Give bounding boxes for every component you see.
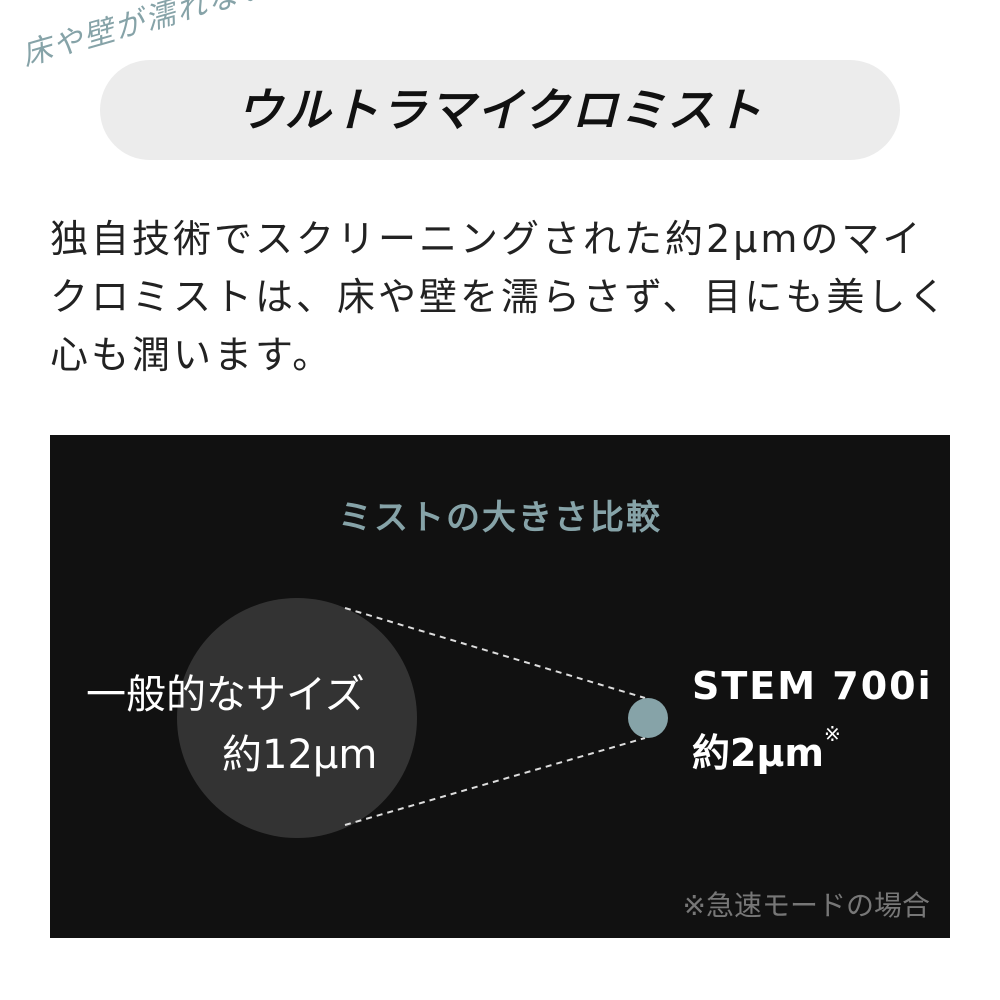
footnote: ※急速モードの場合 bbox=[682, 889, 930, 922]
product-size: 約2μm※ bbox=[692, 722, 841, 777]
product-size-value: 約2μm bbox=[692, 731, 824, 775]
general-size-value: 約12μm bbox=[222, 732, 378, 778]
description: 独自技術でスクリーニングされた約2μmのマイクロミストは、床や壁を濡らさず、目に… bbox=[50, 217, 950, 377]
micro-mist-circle bbox=[628, 698, 668, 738]
general-mist-circle bbox=[177, 598, 417, 838]
product-name: STEM 700i bbox=[692, 664, 933, 708]
dashed-line-bottom bbox=[344, 737, 646, 826]
page-title: ウルトラマイクロミスト bbox=[236, 83, 764, 137]
title-pill bbox=[100, 60, 900, 160]
comparison-title: ミストの大きさ比較 bbox=[338, 498, 662, 538]
dashed-line-top bbox=[344, 607, 646, 699]
general-size-label: 一般的なサイズ bbox=[86, 672, 365, 718]
footnote-mark: ※ bbox=[824, 722, 841, 746]
